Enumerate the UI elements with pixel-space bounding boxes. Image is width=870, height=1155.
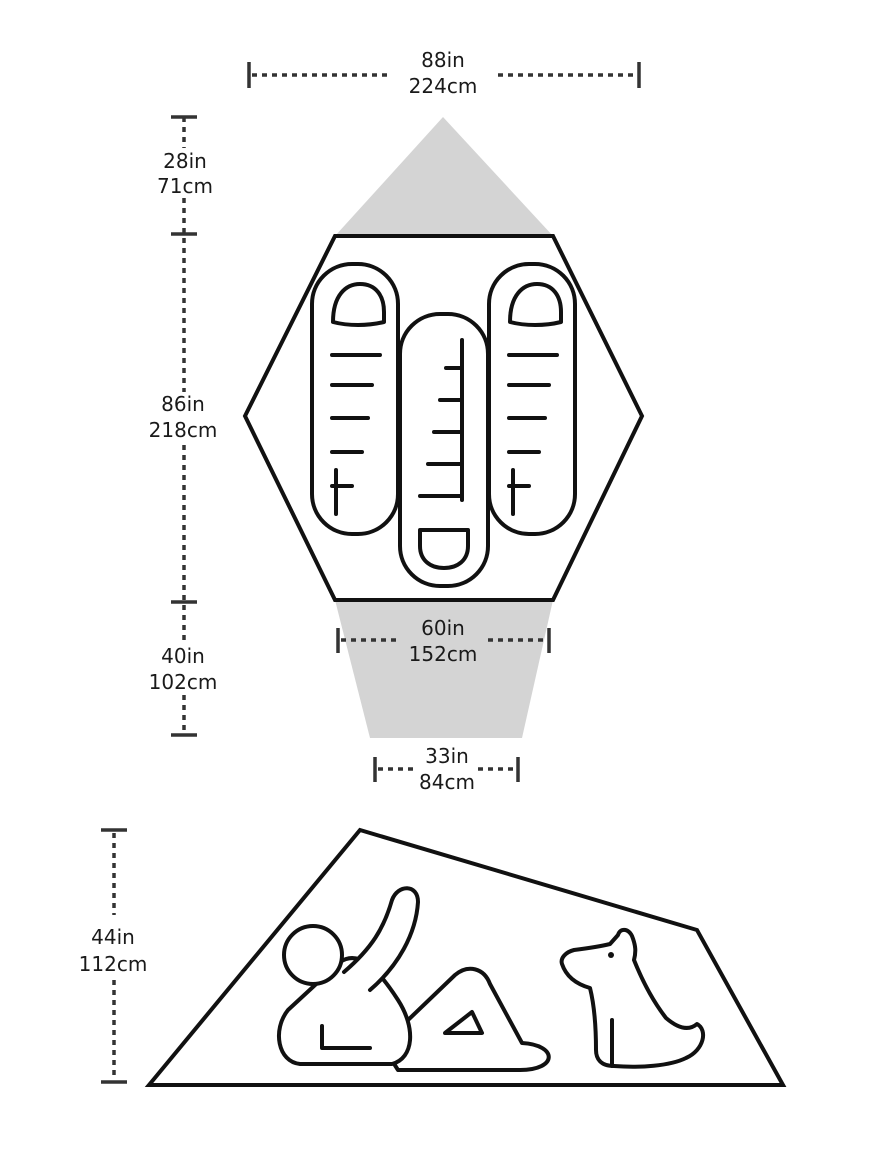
floor-end-width-imperial: 60in <box>421 616 465 640</box>
front-vestibule-depth-imperial: 40in <box>161 644 205 668</box>
peak-height-imperial: 44in <box>91 925 135 949</box>
overall-width-imperial: 88in <box>421 48 465 72</box>
tent-floor-outline <box>242 234 645 602</box>
overall-width-metric: 224cm <box>409 74 478 98</box>
sleeping-bag-center <box>398 312 490 588</box>
overall-width-dimension: 88in 224cm <box>247 48 641 98</box>
sleeping-bag-left <box>310 262 400 536</box>
peak-height-dimension: 44in 112cm <box>79 828 148 1084</box>
front-vestibule-depth-metric: 102cm <box>149 670 218 694</box>
peak-height-metric: 112cm <box>79 952 148 976</box>
front-vestibule <box>335 600 553 738</box>
floor-length-metric: 218cm <box>149 418 218 442</box>
person-and-dog-icon <box>277 886 706 1072</box>
length-dimension-chain: 28in 71cm 86in 218cm 40in 102cm <box>149 115 218 737</box>
rear-vestibule-depth-imperial: 28in <box>163 149 207 173</box>
three-sleeping-bags-icon <box>310 262 577 588</box>
floor-end-width-dimension: 60in 152cm <box>336 616 551 666</box>
rear-vestibule <box>335 117 553 236</box>
floor-length-imperial: 86in <box>161 392 205 416</box>
tent-side-profile <box>144 827 787 1087</box>
sitting-dog <box>559 927 706 1069</box>
vestibule-end-width-dimension: 33in 84cm <box>373 744 520 794</box>
reclining-person <box>277 886 551 1072</box>
floor-end-width-metric: 152cm <box>409 642 478 666</box>
sleeping-bag-right <box>487 262 577 536</box>
vestibule-end-width-imperial: 33in <box>425 744 469 768</box>
rear-vestibule-depth-metric: 71cm <box>157 174 213 198</box>
vestibule-end-width-metric: 84cm <box>419 770 475 794</box>
